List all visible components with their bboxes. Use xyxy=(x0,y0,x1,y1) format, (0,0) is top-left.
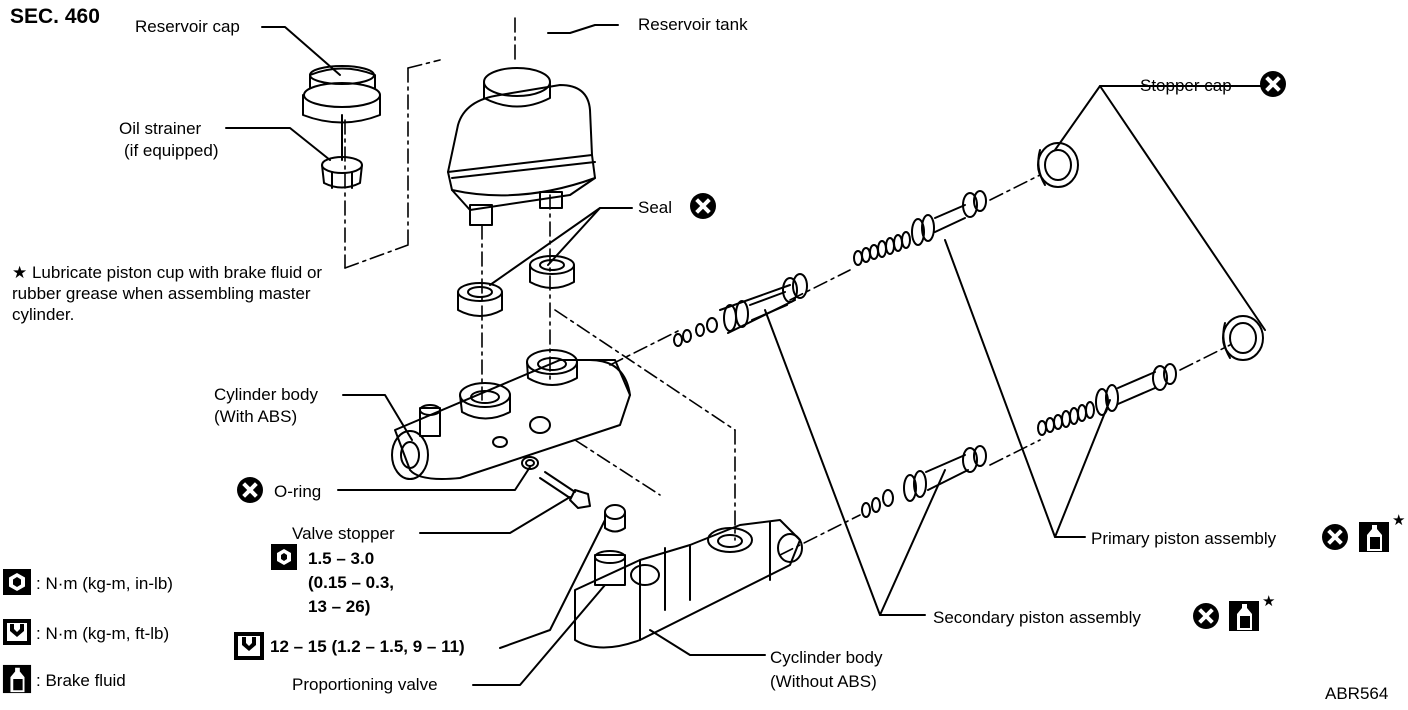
leader-lines xyxy=(225,24,1269,686)
lubrication-note: ★ Lubricate piston cup with brake fluid … xyxy=(12,263,323,324)
do-not-reuse-icon xyxy=(1260,71,1286,97)
label-proportioning-valve-torque: 12 – 15 (1.2 – 1.5, 9 – 11) xyxy=(270,637,465,656)
stopper-cap-lower-part xyxy=(1222,315,1264,361)
label-o-ring: O-ring xyxy=(274,482,322,501)
cylinder-body-abs-part xyxy=(391,349,631,480)
torque-wrench-icon xyxy=(271,544,297,570)
label-reservoir-cap: Reservoir cap xyxy=(135,17,240,36)
star-mark: ★ xyxy=(1262,593,1276,610)
torque-wrench-ftlb-icon xyxy=(234,632,264,660)
label-seal: Seal xyxy=(638,198,673,217)
do-not-reuse-icon xyxy=(1193,603,1219,629)
label-cylinder-body-no-abs-note: (Without ABS) xyxy=(770,672,877,691)
label-cylinder-body-no-abs: Cyclinder body xyxy=(770,648,883,667)
torque-nm-kgm-inlb-icon xyxy=(3,569,31,595)
cylinder-body-no-abs-part xyxy=(574,519,803,649)
valve-stopper-torque-line1: 1.5 – 3.0 xyxy=(308,549,375,568)
do-not-reuse-icon xyxy=(237,477,263,503)
seals-part xyxy=(457,255,575,317)
secondary-piston-upper-part xyxy=(673,273,808,347)
legend-torque-inlb: : N·m (kg-m, in-lb) xyxy=(36,574,173,593)
drawing-id: ABR564 xyxy=(1325,684,1389,703)
label-cylinder-body-abs-note: (With ABS) xyxy=(214,407,298,426)
label-stopper-cap: Stopper cap xyxy=(1140,76,1232,95)
label-primary-piston: Primary piston assembly xyxy=(1091,529,1277,548)
label-proportioning-valve: Proportioning valve xyxy=(292,675,438,694)
primary-piston-lower-part xyxy=(1037,363,1177,436)
primary-piston-upper-part xyxy=(853,190,987,266)
reservoir-cap-part xyxy=(302,65,381,161)
section-number: SEC. 460 xyxy=(10,5,100,28)
brake-fluid-icon xyxy=(2,664,32,694)
valve-stopper-torque-line2: (0.15 – 0.3, xyxy=(308,573,395,592)
stopper-cap-upper-part xyxy=(1037,142,1079,188)
oil-strainer-part xyxy=(321,156,363,189)
reservoir-tank-part xyxy=(447,67,596,226)
torque-nm-kgm-ftlb-icon xyxy=(3,619,31,645)
brake-fluid-icon xyxy=(1359,522,1389,552)
label-valve-stopper: Valve stopper xyxy=(292,524,395,543)
legend-brake-fluid: : Brake fluid xyxy=(36,671,126,690)
label-oil-strainer: Oil strainer xyxy=(119,119,202,138)
star-mark: ★ xyxy=(1392,512,1406,529)
label-reservoir-tank: Reservoir tank xyxy=(638,15,748,34)
do-not-reuse-icon xyxy=(690,193,716,219)
o-ring-part xyxy=(521,456,539,470)
legend-torque-ftlb: : N·m (kg-m, ft-lb) xyxy=(36,624,170,643)
valve-stopper-torque-line3: 13 – 26) xyxy=(308,597,371,616)
brake-fluid-icon xyxy=(1229,601,1259,631)
label-secondary-piston: Secondary piston assembly xyxy=(933,608,1141,627)
label-oil-strainer-note: (if equipped) xyxy=(124,141,219,160)
do-not-reuse-icon xyxy=(1322,524,1348,550)
valve-stopper-part xyxy=(539,471,626,533)
label-cylinder-body-abs: Cylinder body xyxy=(214,385,318,404)
secondary-piston-lower-part xyxy=(861,445,987,518)
